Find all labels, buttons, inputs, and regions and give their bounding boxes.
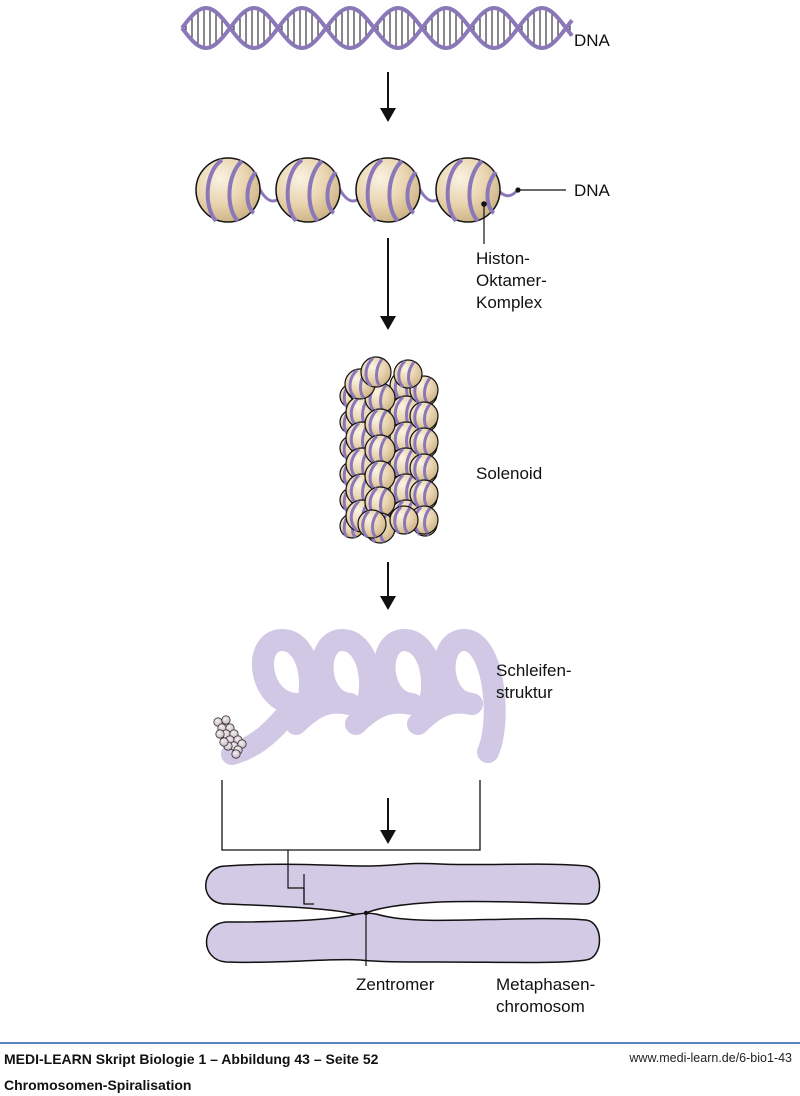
- histone-bead-2: [275, 157, 341, 223]
- solenoid-bead: [409, 453, 439, 483]
- footer-caption: Chromosomen-Spiralisation: [4, 1077, 192, 1093]
- solenoid-bead: [409, 427, 439, 457]
- solenoid-bead: [389, 505, 419, 535]
- footer-url[interactable]: www.medi-learn.de/6-bio1-43: [629, 1051, 792, 1065]
- label-solenoid: Solenoid: [476, 464, 542, 483]
- solenoid-bead: [409, 401, 439, 431]
- arrow-4: [221, 780, 481, 851]
- metaphase-chromosome: [205, 850, 601, 966]
- dna-double-helix: [180, 5, 574, 51]
- mini-solenoid: [213, 715, 247, 759]
- mini-solenoid-bead: [219, 737, 229, 747]
- label-dna-helix: DNA: [574, 31, 611, 50]
- nucleosome-leader-lines: [481, 187, 566, 244]
- histone-bead-1: [195, 157, 261, 223]
- loop-structure: [213, 629, 506, 765]
- nucleosome-chain: [195, 157, 520, 223]
- chromosome-spiralisation-diagram: DNA: [180, 5, 611, 1016]
- label-metaphase-1: Metaphasen-: [496, 975, 595, 994]
- label-loop-1: Schleifen-: [496, 661, 572, 680]
- histone-bead-4: [435, 157, 501, 223]
- footer-title: MEDI-LEARN Skript Biologie 1 – Abbildung…: [4, 1051, 379, 1067]
- label-dna-nucleosome: DNA: [574, 181, 611, 200]
- histone-bead-3: [355, 157, 421, 223]
- label-histone-2: Oktamer-: [476, 271, 547, 290]
- mini-solenoid-bead: [215, 729, 225, 739]
- solenoid-bead: [393, 359, 423, 389]
- label-metaphase-2: chromosom: [496, 997, 585, 1016]
- arrow-1: [380, 72, 396, 122]
- mini-solenoid-bead: [221, 715, 231, 725]
- mini-solenoid-bead: [231, 749, 241, 759]
- solenoid-bead: [360, 356, 392, 388]
- solenoid-bead: [357, 509, 387, 539]
- arrow-3: [380, 562, 396, 610]
- label-histone-1: Histon-: [476, 249, 530, 268]
- label-loop-2: struktur: [496, 683, 553, 702]
- footer-divider: [0, 1042, 800, 1044]
- solenoid-bead: [409, 479, 439, 509]
- arrow-2: [380, 238, 396, 330]
- label-centromere: Zentromer: [356, 975, 435, 994]
- solenoid: [339, 356, 439, 544]
- label-histone-3: Komplex: [476, 293, 543, 312]
